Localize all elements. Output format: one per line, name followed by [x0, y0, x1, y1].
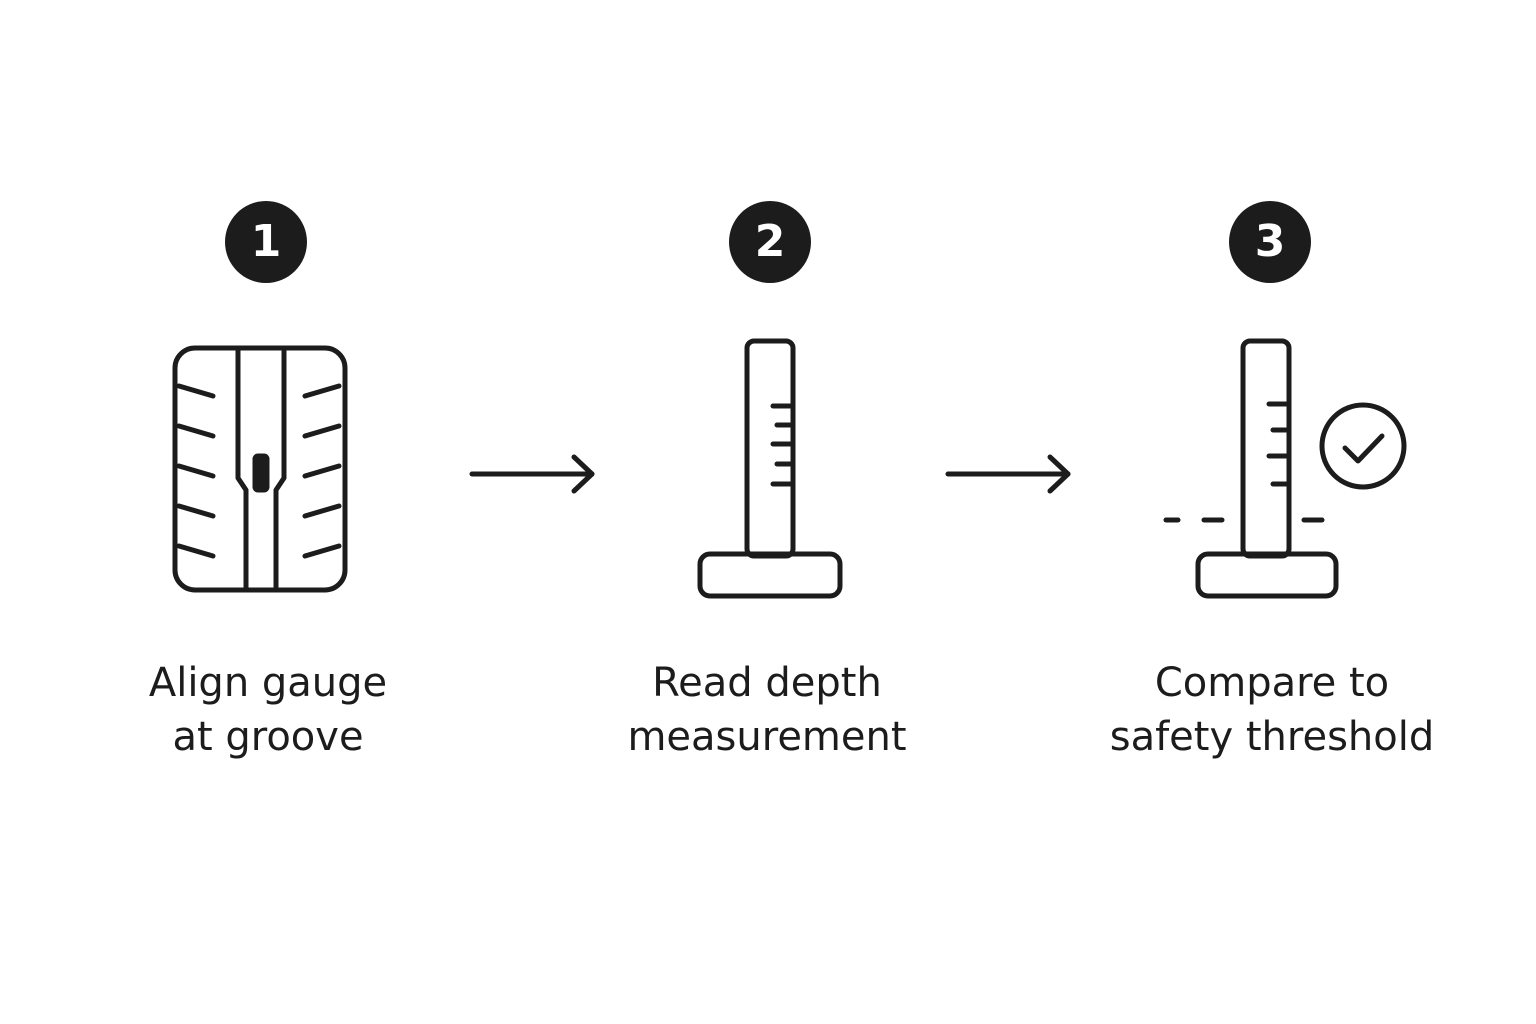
step-number: 3: [1254, 216, 1286, 267]
step-caption-line: Read depth: [652, 660, 882, 706]
step-number: 2: [754, 216, 786, 267]
step-number-badge: 2: [729, 201, 811, 283]
depth-gauge-threshold-icon: [1160, 336, 1412, 602]
depth-gauge-icon: [694, 336, 846, 602]
step-caption-line: safety threshold: [1109, 714, 1435, 760]
step-number: 1: [250, 216, 282, 267]
arrow-right-icon: [942, 452, 1076, 496]
step-number-badge: 3: [1229, 201, 1311, 283]
step-caption: Read depth measurement: [547, 656, 987, 764]
step-caption: Align gauge at groove: [48, 656, 488, 764]
step-caption-line: Align gauge: [148, 660, 388, 706]
step-caption-line: measurement: [627, 714, 907, 760]
tire-tread-icon: [166, 340, 352, 598]
step-caption-line: Compare to: [1154, 660, 1390, 706]
step-caption: Compare to safety threshold: [1052, 656, 1492, 764]
step-caption-line: at groove: [172, 714, 364, 760]
step-number-badge: 1: [225, 201, 307, 283]
arrow-right-icon: [466, 452, 600, 496]
